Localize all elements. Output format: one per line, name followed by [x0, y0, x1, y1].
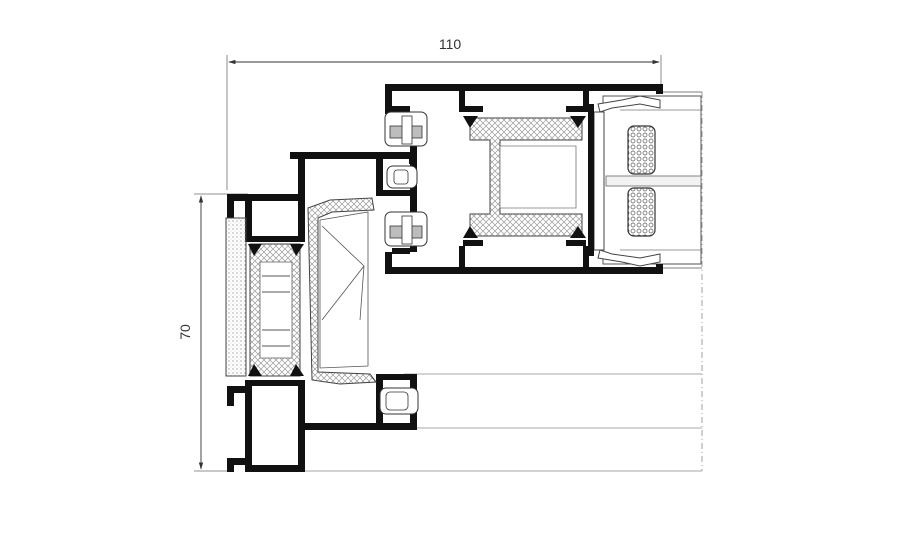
width-dimension: 110 [226, 36, 662, 190]
frame-insert [307, 197, 419, 415]
sash-thermal-break [463, 116, 586, 238]
glazing-unit [593, 91, 702, 269]
outer-thermal-break [248, 243, 304, 377]
reference-lines [304, 92, 703, 472]
gasket-upper [384, 111, 428, 247]
height-dimension-label: 70 [177, 324, 193, 340]
outer-frame-profile [227, 194, 305, 472]
width-dimension-label: 110 [439, 36, 462, 52]
exterior-cladding [225, 217, 247, 377]
